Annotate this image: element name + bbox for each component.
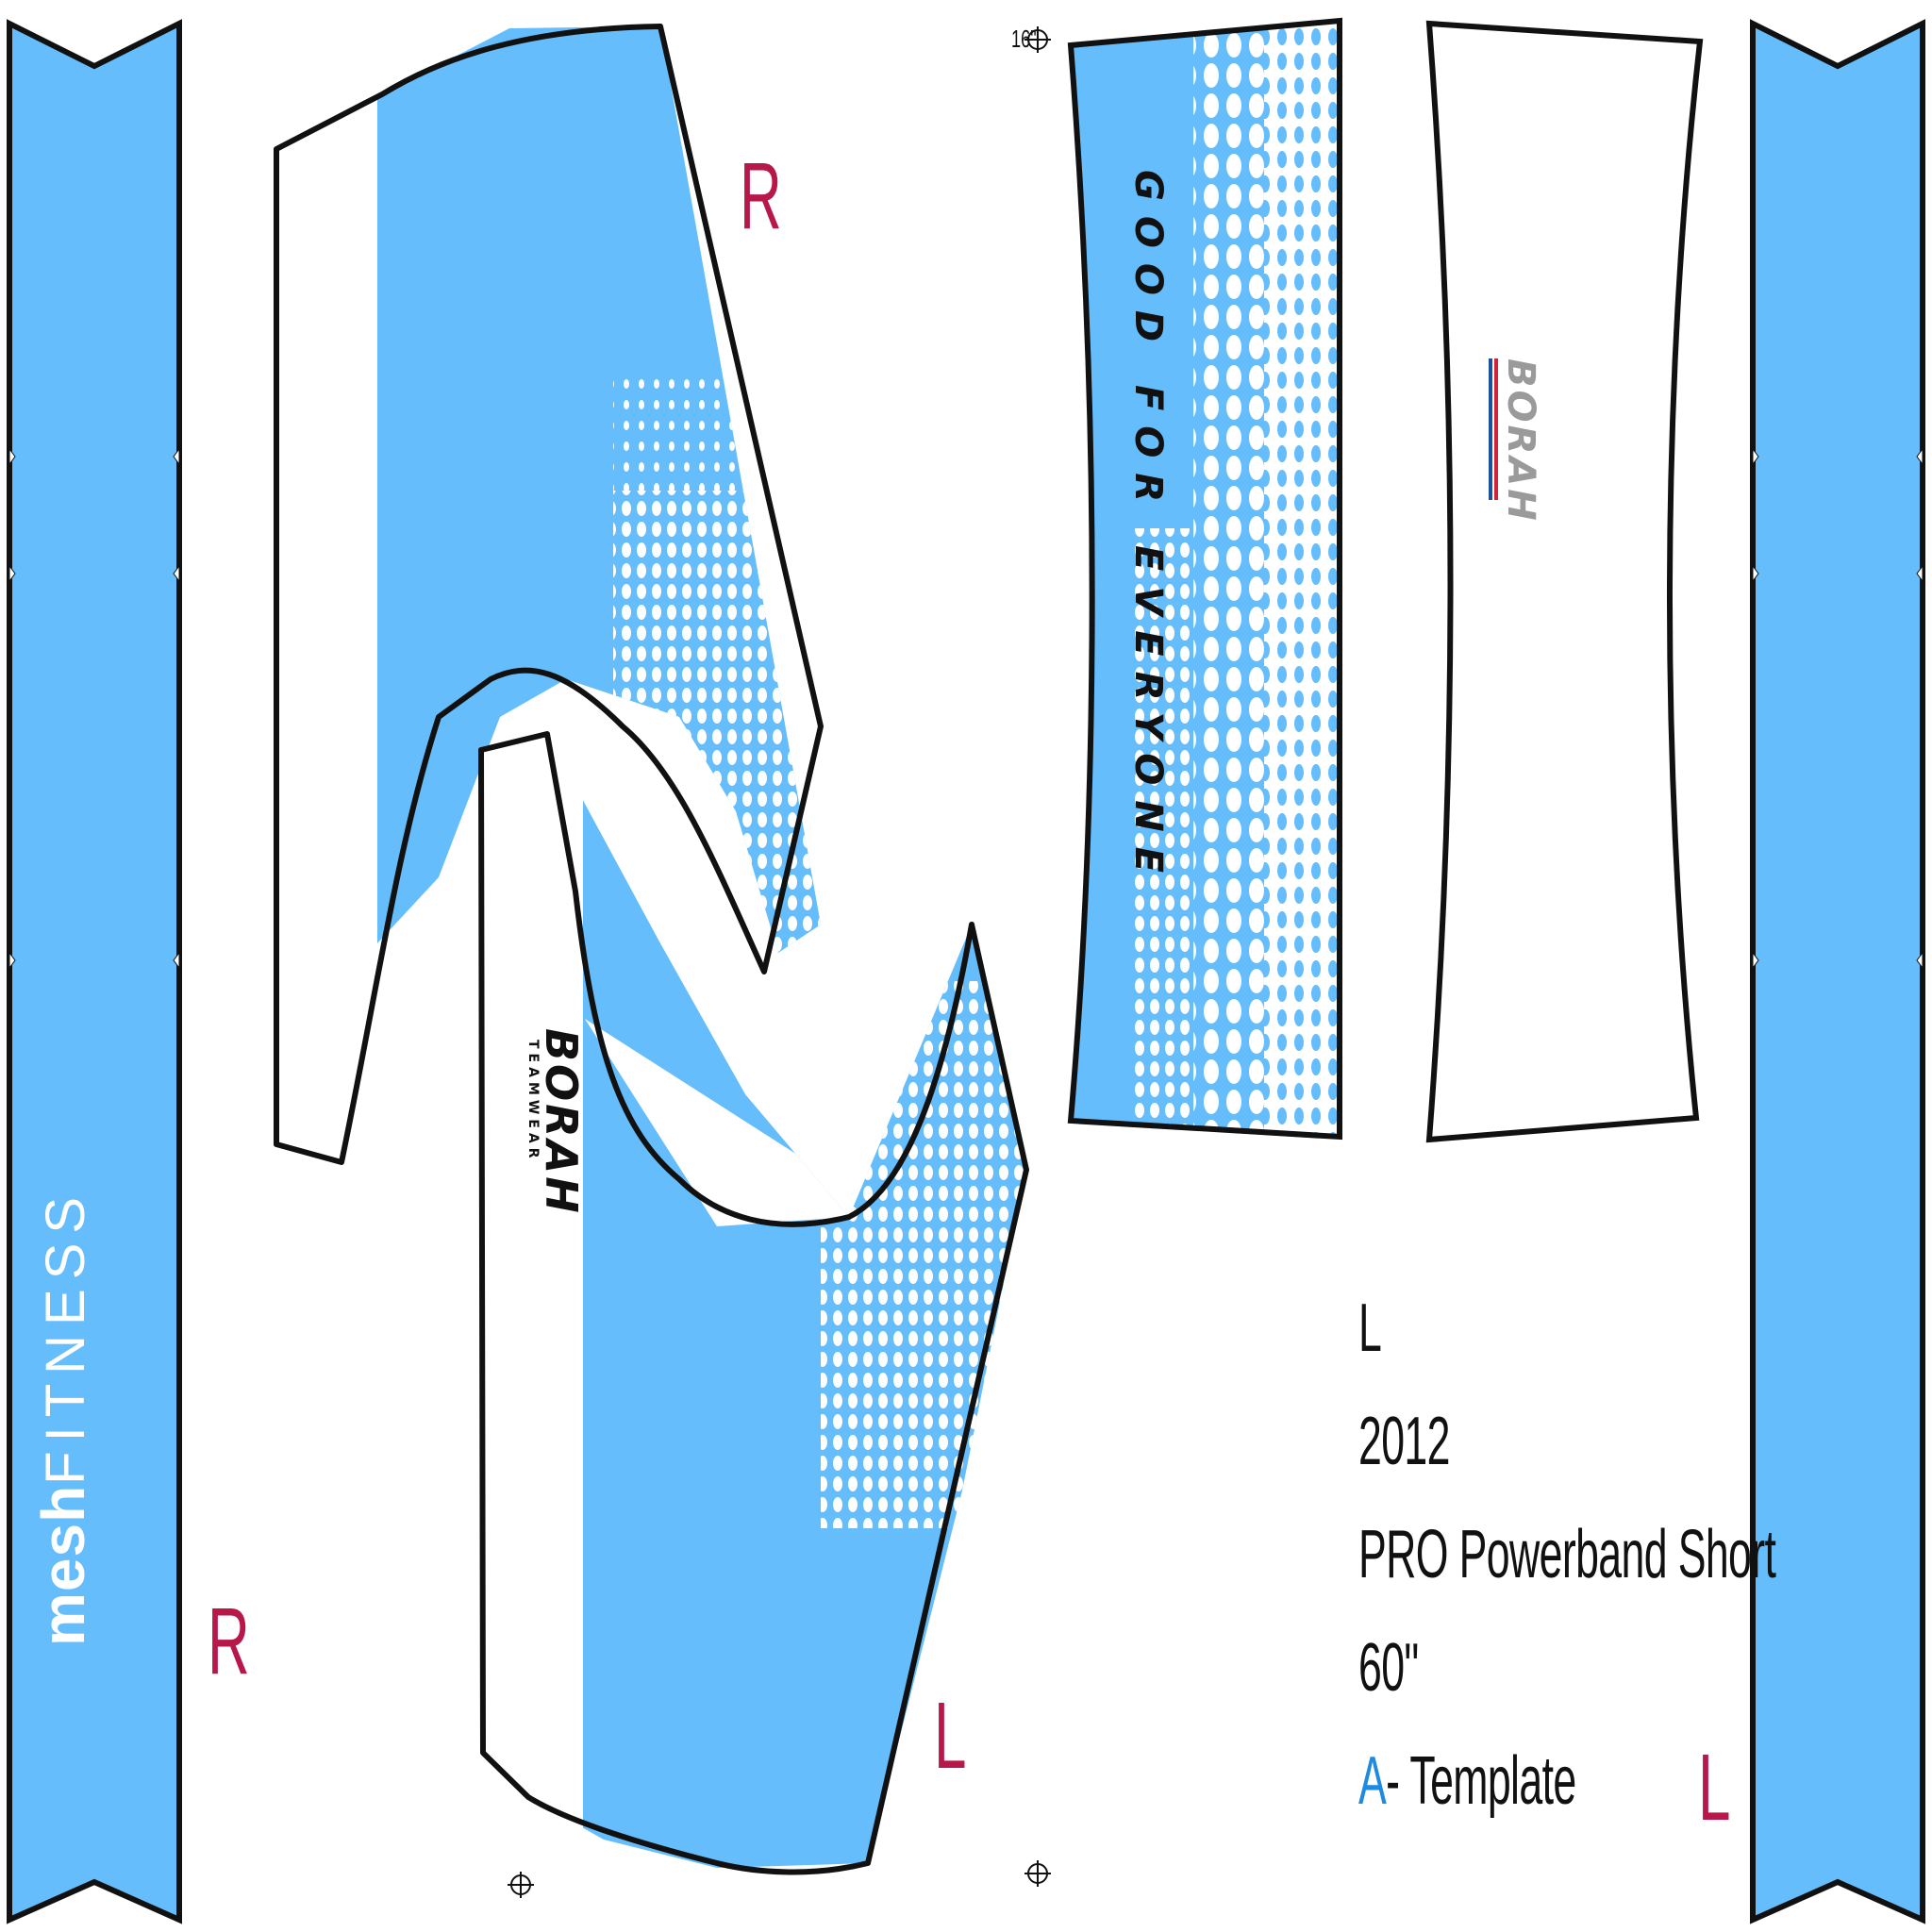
mesh-fitness-logo: meshFITNESS	[28, 1188, 98, 1646]
mesh-wordmark: mesh	[29, 1484, 97, 1646]
side-letter-strip-left: R	[208, 1589, 250, 1694]
borah-logo-leg: BORAH TEAMWEAR	[525, 1028, 587, 1216]
borah-logo-inner: BORAH	[1489, 358, 1542, 524]
waistband-panel	[1067, 17, 1342, 1141]
notch-marks	[1752, 447, 1924, 970]
template-suffix: - Template	[1386, 1743, 1576, 1819]
spec-size: L	[1358, 1291, 1382, 1366]
registration-marks	[508, 26, 1051, 1898]
spec-product: PRO Powerband Short	[1358, 1517, 1776, 1592]
borah-wordmark: BORAH	[536, 1028, 587, 1216]
template-letter: A	[1358, 1743, 1387, 1819]
borah-wordmark-grey: BORAH	[1499, 358, 1542, 524]
side-letter-front-right: R	[740, 143, 782, 249]
inner-white-panel	[1425, 20, 1704, 1143]
size-marker: 16"	[1011, 25, 1037, 53]
fitness-wordmark: FITNESS	[35, 1187, 96, 1485]
side-letter-strip-right: L	[1698, 1735, 1731, 1840]
right-side-strip	[1750, 19, 1925, 1924]
spec-width: 60"	[1358, 1630, 1419, 1706]
spec-year: 2012	[1358, 1404, 1450, 1479]
borah-accent-stripe-blue	[1489, 358, 1492, 500]
borah-accent-stripe	[1494, 358, 1498, 500]
notch-marks	[8, 447, 180, 970]
left-side-strip	[7, 19, 182, 1924]
spec-template: A- Template	[1358, 1747, 1576, 1815]
waistband-slogan: GOOD FOR EVERYONE	[1126, 170, 1170, 889]
side-letter-front-left: L	[934, 1683, 967, 1789]
